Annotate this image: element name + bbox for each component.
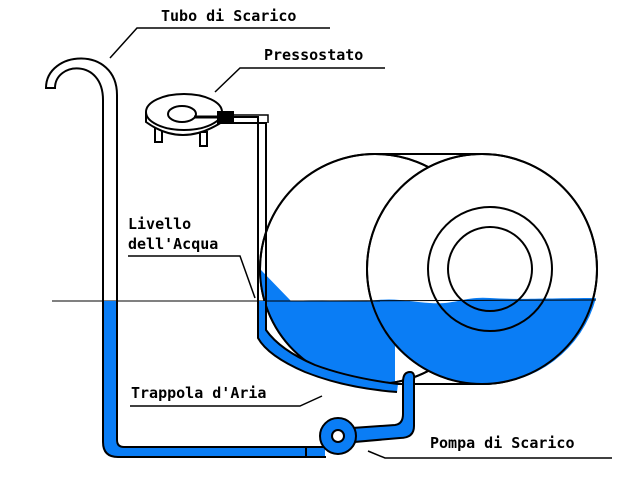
leader-drain-pump [367,450,612,459]
drum-ring-outer [427,206,553,332]
drum-front-water [370,297,596,385]
drum-front-outline [366,153,598,385]
air-trap-tube-outer [234,116,398,393]
label-water-level-line2: dell'Acqua [128,235,219,253]
leader-water-level [128,255,256,299]
drum [259,153,598,385]
air-trap-tube [234,114,399,393]
leader-pressure-switch [214,67,385,93]
tube-top-return [234,114,269,123]
pump-impeller [331,429,345,443]
label-air-trap: Trappola d'Aria [131,384,267,402]
leader-lines [109,27,612,459]
leader-air-trap [130,395,323,407]
pump-outlet [306,447,325,457]
switch-inner-ring [167,105,197,123]
label-water-level-line1: Livello [128,215,192,233]
drain-hose-inner-wall [54,67,320,458]
pump-sump-pipe [350,370,416,444]
drum-ring-inner [447,226,533,312]
leader-drain-hose [109,27,330,59]
drain-hose [45,57,320,458]
label-drain-pump: Pompa di Scarico [430,434,575,452]
air-trap-tube-inner [234,122,399,385]
switch-leg-right [199,131,208,147]
drain-pump [305,370,416,458]
switch-connector [217,111,234,124]
label-drain-hose: Tubo di Scarico [161,7,297,25]
drain-hose-outer-wall [45,57,320,448]
pressure-switch [145,93,234,147]
label-pressure-switch: Pressostato [264,46,364,64]
drum-back-water [260,269,395,384]
